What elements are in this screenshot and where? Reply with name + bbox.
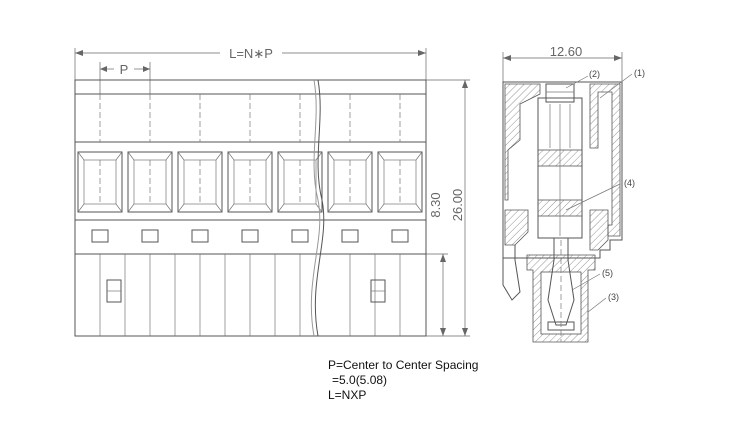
latch-tabs: [91, 229, 409, 243]
overall-length-label: L=N∗P: [229, 46, 273, 61]
break-line: [314, 79, 325, 337]
callout-4: (4): [624, 178, 635, 188]
callout-3: (3): [608, 292, 619, 302]
callout-5: (5): [602, 268, 613, 278]
note-length-formula: L=NXP: [328, 388, 367, 402]
pitch-label: P: [120, 62, 129, 77]
width-dimension: 12.60: [502, 44, 623, 82]
note-pitch-value: =5.0(5.08): [332, 373, 388, 387]
note-pitch-definition: P=Center to Center Spacing: [328, 358, 479, 372]
lower-divisions: [99, 254, 401, 336]
width-label: 12.60: [550, 44, 583, 59]
height-total-label: 26.00: [450, 189, 465, 222]
spec-notes: P=Center to Center Spacing =5.0(5.08) L=…: [328, 358, 478, 403]
height-dimensions: 8.30 26.00: [426, 79, 470, 337]
front-view: L=N∗P P 8.30 26.00: [74, 46, 470, 337]
overall-length-dimension: L=N∗P: [74, 46, 427, 80]
callout-2: (2): [589, 69, 600, 79]
side-view: 12.60 (1) (2) (4): [502, 44, 645, 343]
pitch-centerlines: [99, 94, 401, 142]
callouts: (1) (2) (4) (5) (3): [565, 68, 645, 313]
height-small-label: 8.30: [428, 192, 443, 217]
pitch-dimension: P: [99, 62, 151, 94]
screw-windows: [77, 151, 423, 213]
callout-1: (1): [634, 68, 645, 78]
